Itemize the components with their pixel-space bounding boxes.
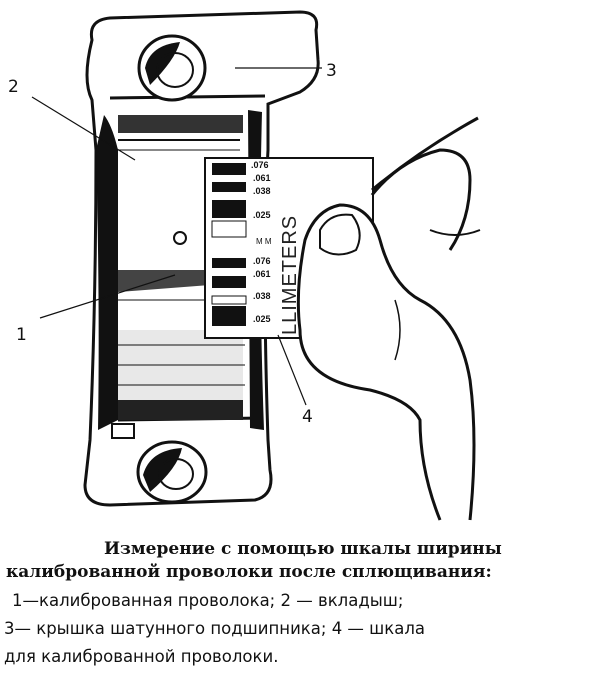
callout-3: 3 bbox=[326, 61, 337, 81]
hand-thumb bbox=[296, 116, 481, 521]
scale-mm-label: M M bbox=[256, 237, 272, 246]
scale-upper-mark-3: .038 bbox=[253, 186, 271, 196]
caption-legend-line-3: для калиброванной проволоки. bbox=[4, 647, 279, 666]
scale-lower-mark-1: .076 bbox=[253, 256, 271, 266]
figure-caption: Измерение с помощью шкалы ширины калибро… bbox=[0, 534, 591, 671]
scale-lower-mark-2: .061 bbox=[253, 269, 271, 279]
caption-legend-line-1: 1—калиброванная проволока; 2 — вкладыш; bbox=[12, 591, 404, 610]
callout-2: 2 bbox=[8, 77, 19, 97]
scale-upper-mark-2: .061 bbox=[253, 173, 271, 183]
leader-lines bbox=[31, 67, 322, 406]
scale-upper-mark-4: .025 bbox=[253, 210, 271, 220]
scale-upper-mark-1: .076 bbox=[251, 160, 269, 170]
bearing-measurement-illustration: .076 .061 .038 .025 M M .076 .061 .038 .… bbox=[8, 10, 481, 521]
bottom-bolt-boss bbox=[136, 440, 208, 504]
scale-lower-mark-4: .025 bbox=[253, 314, 271, 324]
caption-legend-line-2: 3— крышка шатунного подшипника; 4 — шкал… bbox=[4, 619, 426, 638]
caption-title-line-2: калиброванной проволоки после сплющивани… bbox=[6, 562, 492, 582]
caption-title-line-1: Измерение с помощью шкалы ширины bbox=[104, 539, 502, 559]
top-bolt-boss bbox=[137, 34, 207, 102]
callout-1: 1 bbox=[16, 325, 27, 345]
callout-4: 4 bbox=[302, 407, 313, 427]
scale-lower-mark-3: .038 bbox=[253, 291, 271, 301]
scale-side-text: LLIMETERS bbox=[279, 215, 301, 335]
